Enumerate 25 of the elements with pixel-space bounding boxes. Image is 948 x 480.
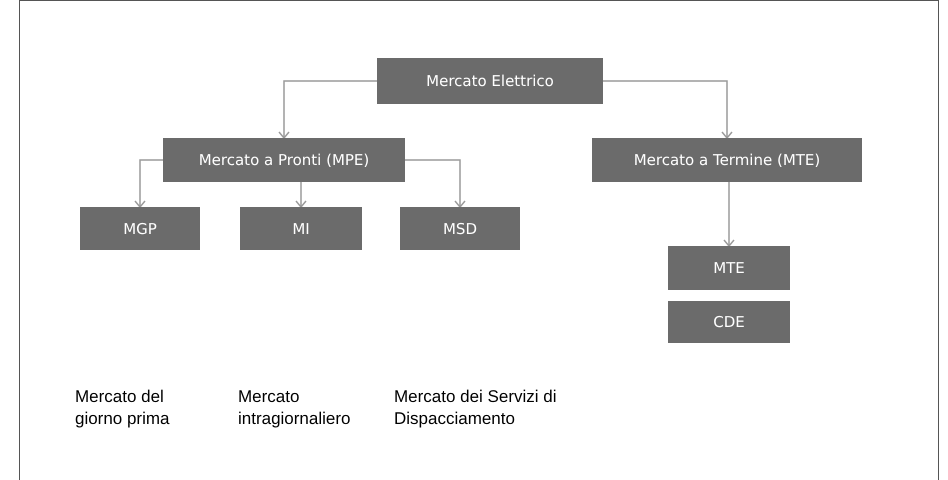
arrow [723,182,735,247]
box-label: MI [292,220,310,238]
box-label: CDE [713,313,745,331]
process-box [592,138,862,182]
box-label: Mercato Elettrico [426,72,554,90]
process-box [163,138,405,182]
process-box [240,207,362,250]
arrow [295,182,307,208]
box-label: MGP [123,220,157,238]
arrow [405,159,466,208]
caption-text: Mercato dei Servizi di Dispacciamento [394,386,558,430]
process-box [377,58,603,104]
caption-text: Mercato del giorno prima [75,386,170,430]
box-label: Mercato a Pronti (MPE) [198,151,370,169]
box-label: MSD [442,220,477,238]
process-box [668,301,790,343]
caption-text: Mercato intragiornaliero [238,386,352,430]
process-box [668,246,790,290]
box-label: Mercato a Termine (MTE) [634,151,820,169]
arrow [278,80,377,139]
process-box [400,207,520,250]
arrow [603,80,733,139]
box-label: MTE [713,259,745,277]
process-box [80,207,200,250]
arrow [134,159,163,208]
